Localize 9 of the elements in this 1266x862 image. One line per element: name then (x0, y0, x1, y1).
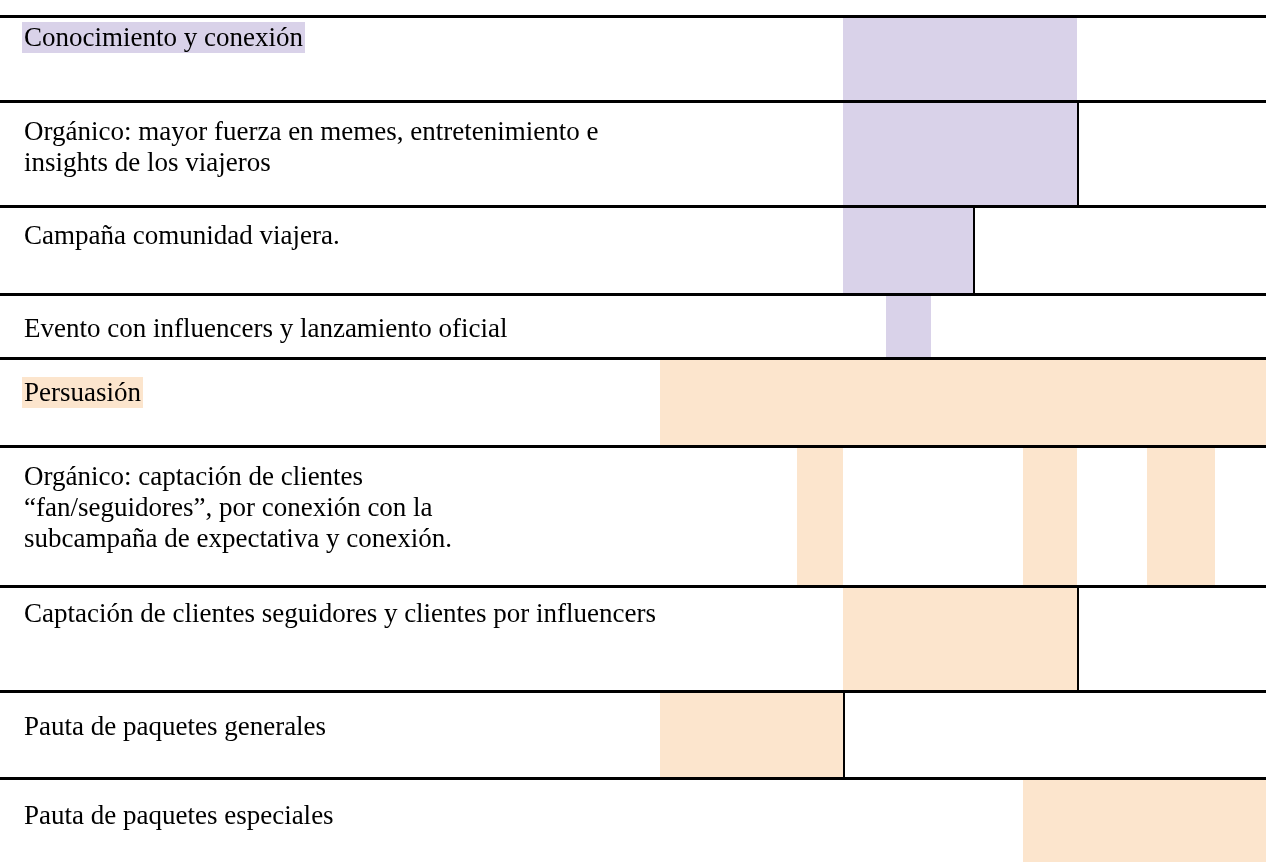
activity-label: Orgánico: mayor fuerza en memes, entretenimiento e insights de los viajeros (24, 116, 600, 178)
activity-label: Captación de clientes seguidores y clientes por influencers (24, 598, 658, 629)
activity-label: Campaña comunidad viajera. (24, 220, 341, 251)
phase-heading: Conocimiento y conexión (22, 22, 305, 53)
activity-label: Evento con influencers y lanzamiento oficial (24, 313, 509, 344)
activity-label: Pauta de paquetes generales (24, 711, 328, 742)
activity-label: Orgánico: captación de clientes “fan/seguidores”, por conexión con la subcampaña de expectativa y conexión. (24, 461, 454, 554)
activity-label: Pauta de paquetes especiales (24, 800, 335, 831)
phase-heading: Persuasión (22, 377, 143, 408)
